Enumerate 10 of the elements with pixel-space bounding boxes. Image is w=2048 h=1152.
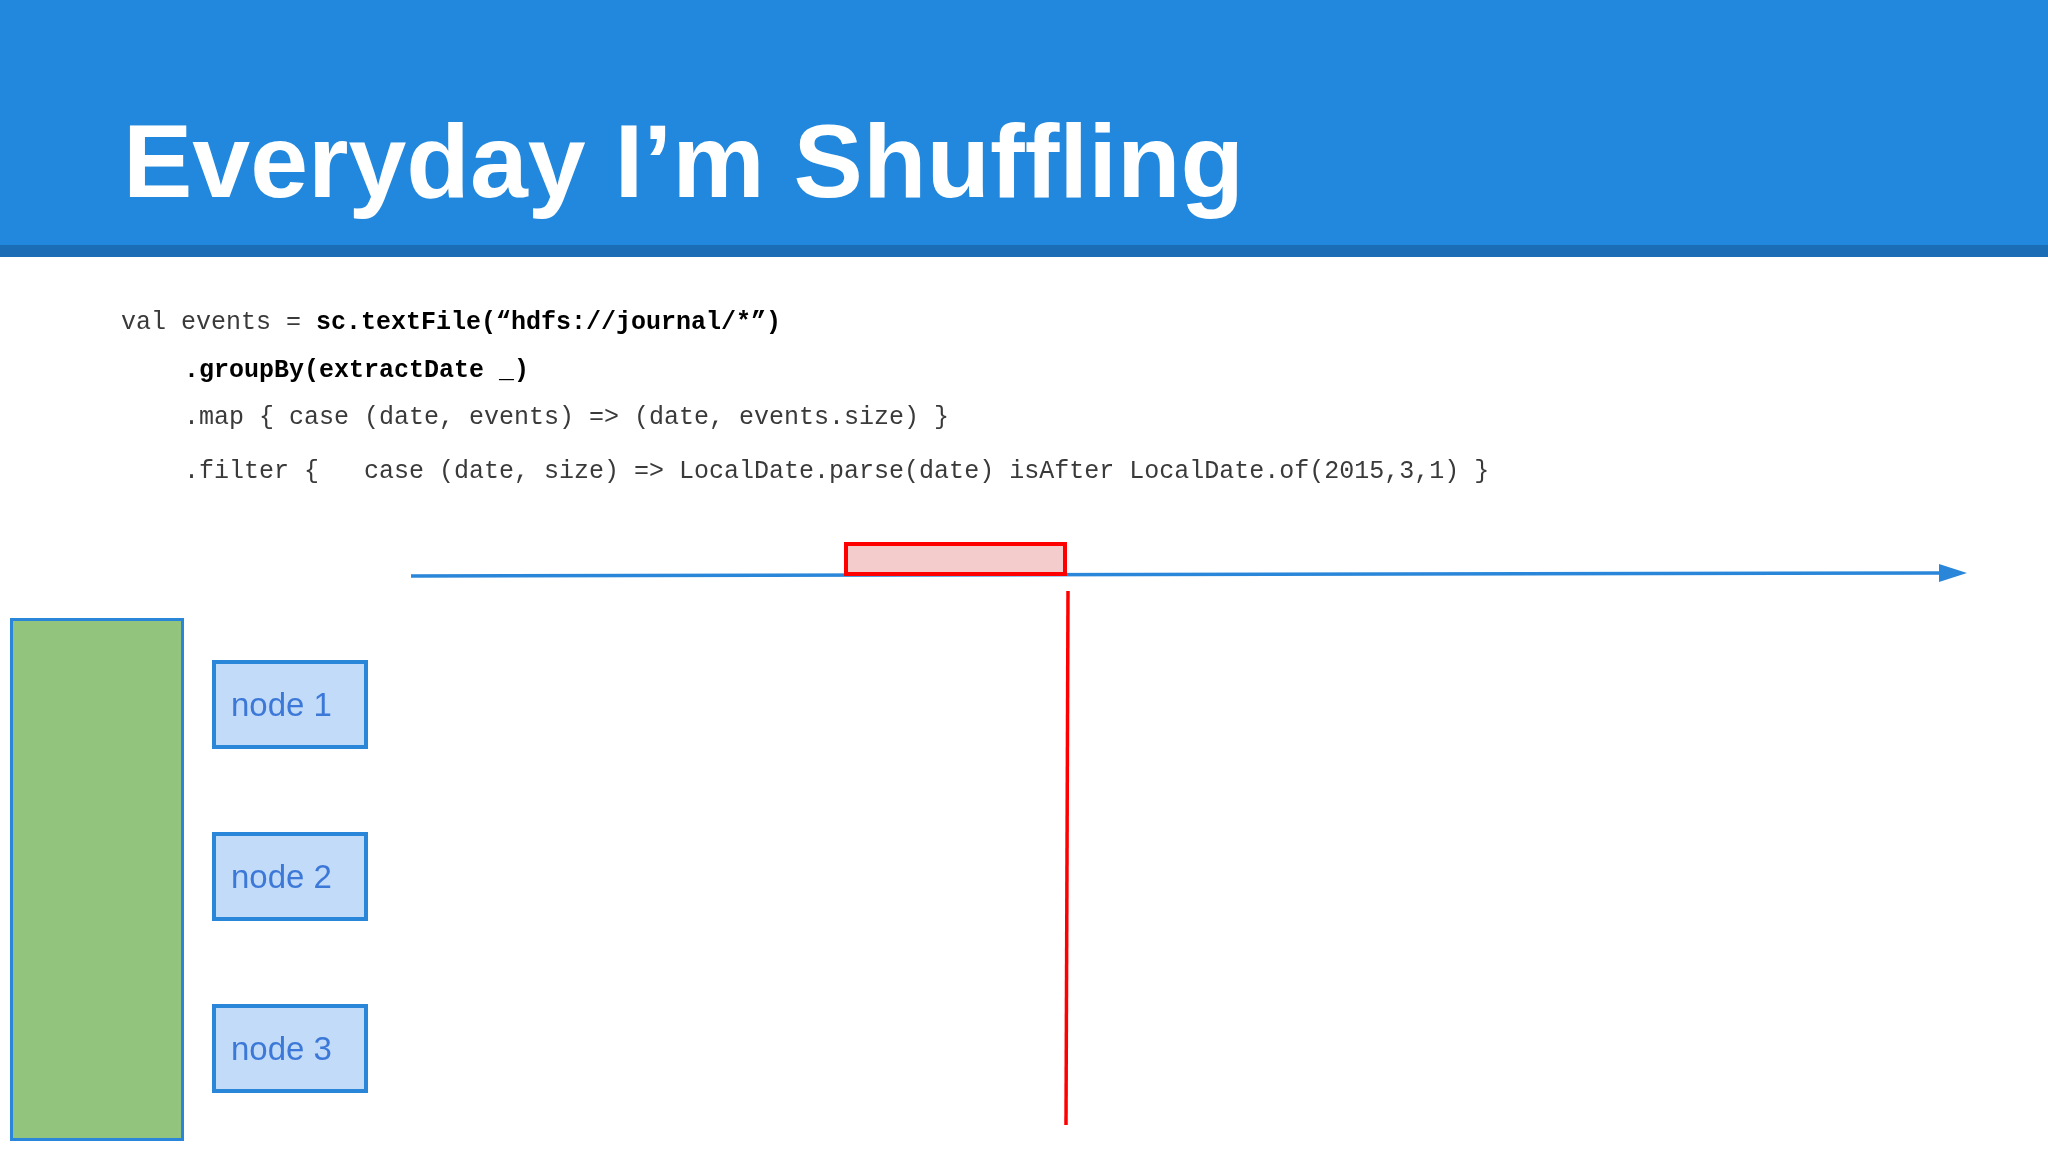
node-box: node 3: [212, 1004, 368, 1093]
highlight-box: [844, 542, 1067, 576]
node-box: node 1: [212, 660, 368, 749]
data-block: [10, 618, 184, 1141]
code-line: .groupBy(extractDate _): [184, 356, 530, 385]
code-line: .filter { case (date, size) => LocalDate.parse(date) isAfter LocalDate.of(2015,3,1) }: [184, 457, 1490, 486]
code-line: .map { case (date, events) => (date, events.size) }: [184, 403, 950, 432]
slide-title: Everyday I’m Shuffling: [123, 102, 1245, 221]
node-box: node 2: [212, 832, 368, 921]
code-line: val events = sc.textFile(“hdfs://journal/*”): [121, 308, 782, 337]
